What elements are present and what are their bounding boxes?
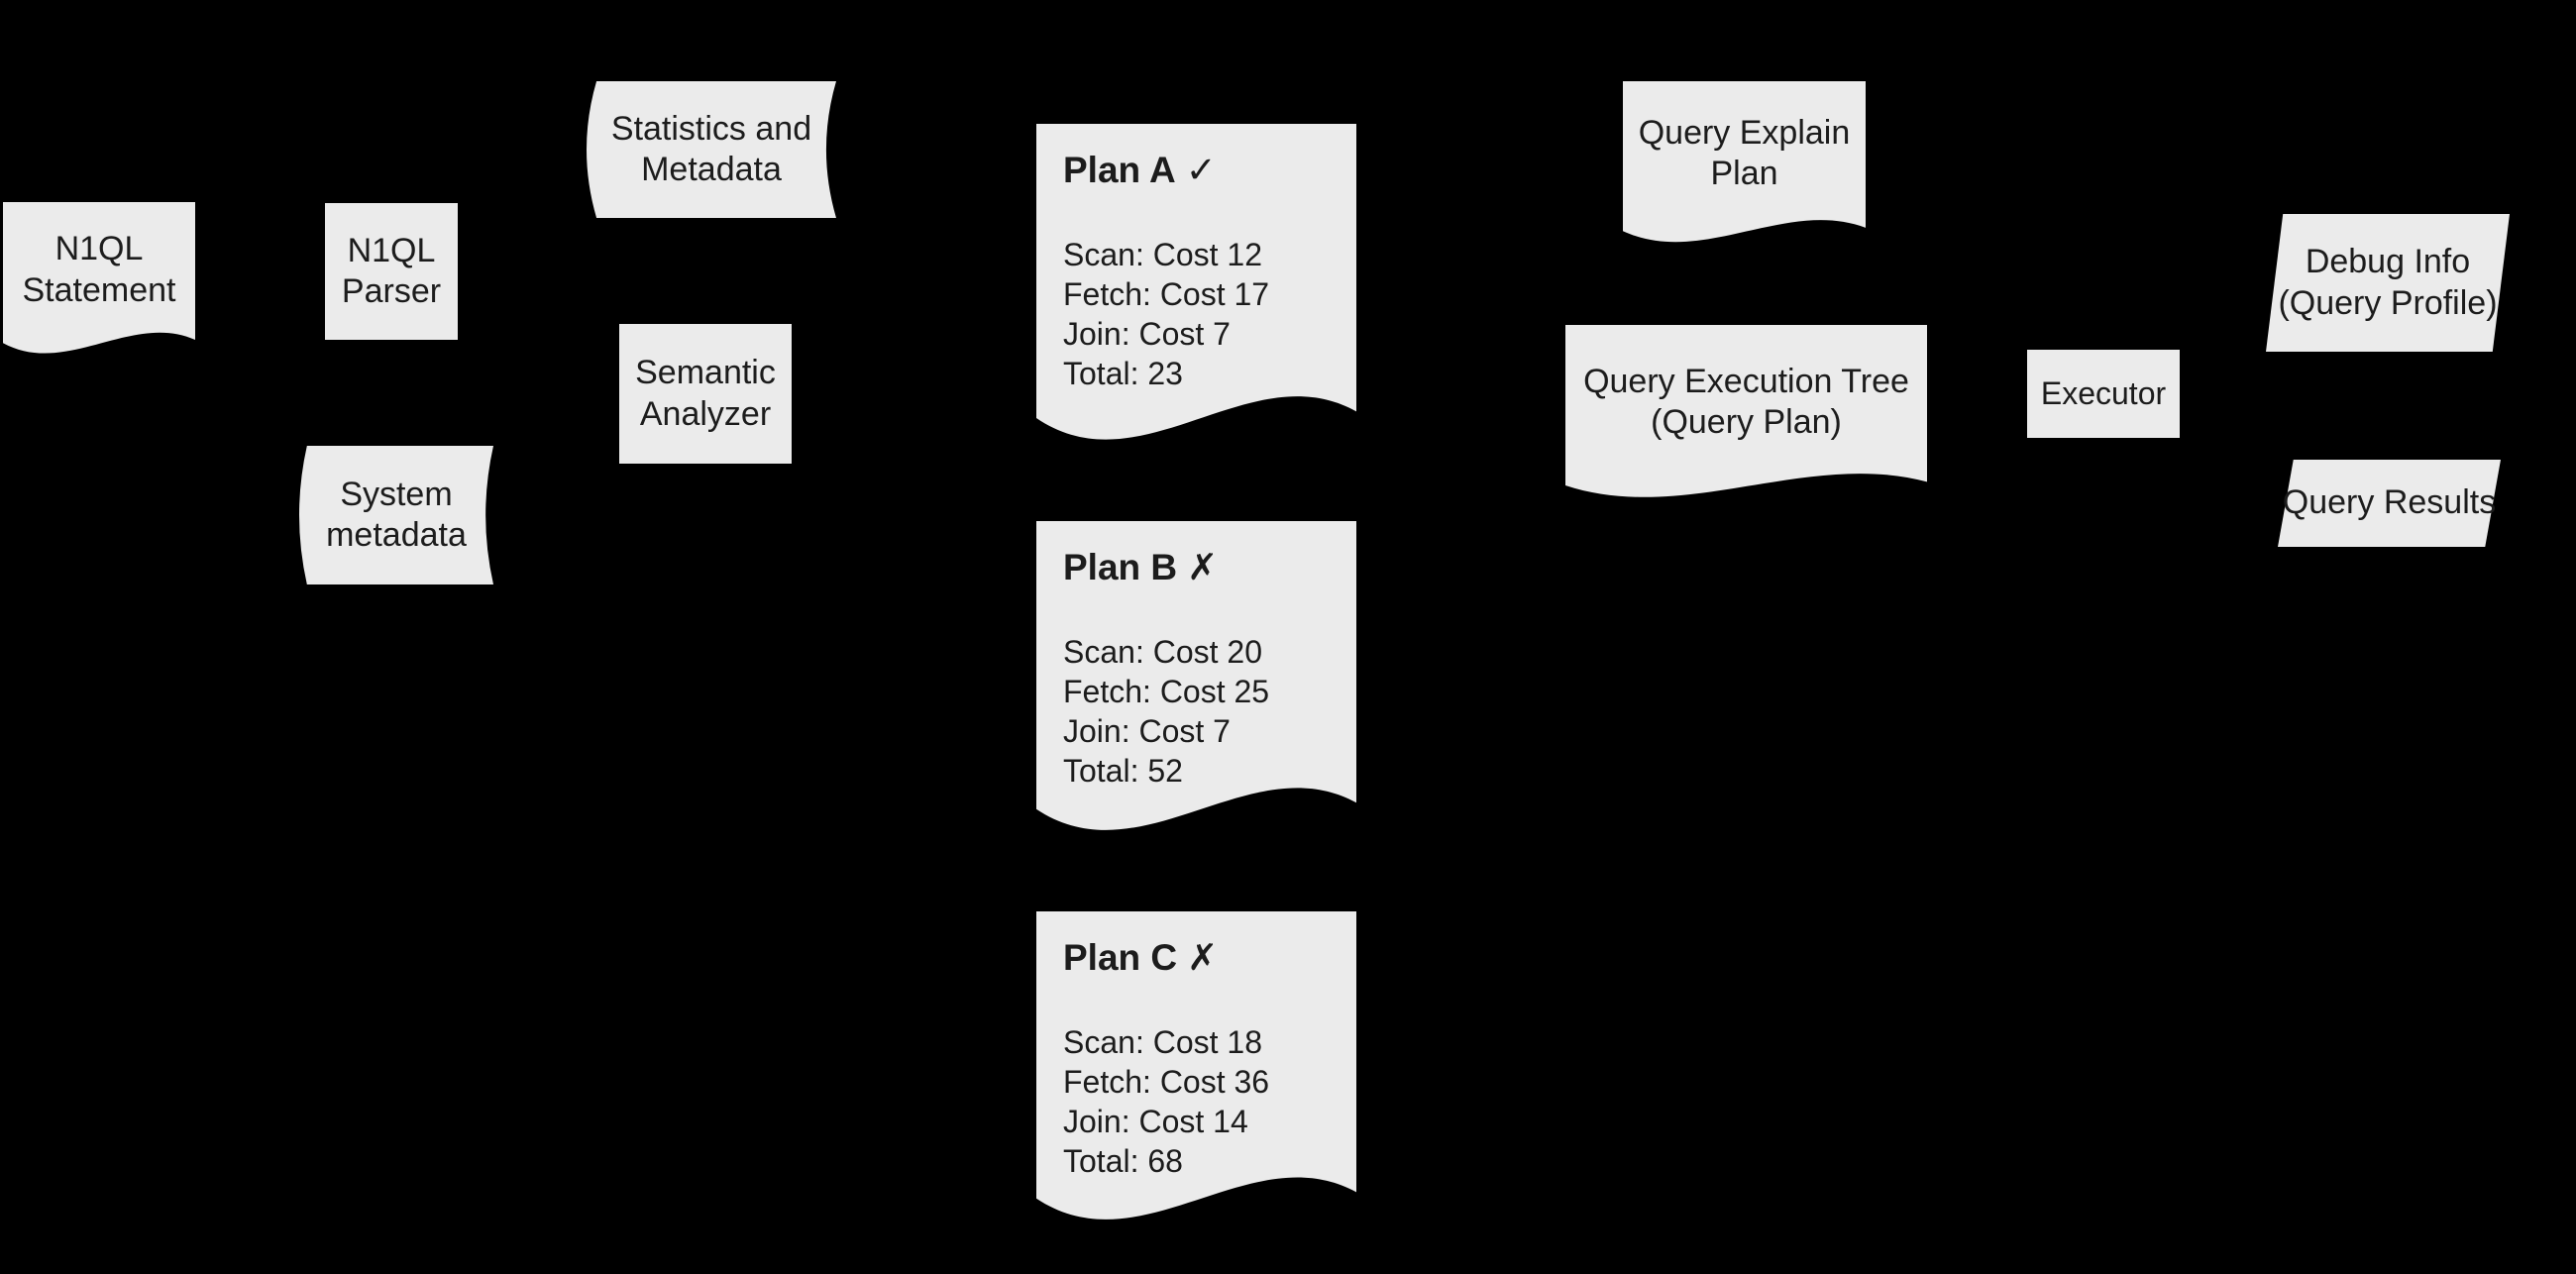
label-line: N1QL bbox=[347, 231, 436, 269]
cost-line: Join: Cost 7 bbox=[1063, 713, 1231, 749]
label-line: Statistics and bbox=[610, 109, 812, 148]
node-label: Statistics and Metadata bbox=[587, 81, 836, 218]
cost-line: Total: 68 bbox=[1063, 1143, 1183, 1179]
label-line: Debug Info bbox=[2305, 243, 2471, 281]
label-line: Query Execution Tree bbox=[1583, 362, 1909, 400]
node-label: Query Explain Plan bbox=[1623, 81, 1866, 226]
plan-content: Plan A✓ Scan: Cost 12 Fetch: Cost 17 Joi… bbox=[1063, 146, 1348, 393]
document-shape bbox=[1036, 521, 1356, 830]
label-line: Metadata bbox=[641, 151, 782, 188]
cost-line: Fetch: Cost 17 bbox=[1063, 276, 1270, 312]
node-label: Query Execution Tree (Query Plan) bbox=[1565, 325, 1927, 480]
document-shape bbox=[1623, 81, 1866, 243]
document-shape bbox=[1036, 911, 1356, 1220]
node-n1ql-parser: N1QL Parser bbox=[325, 203, 458, 340]
node-label: Semantic Analyzer bbox=[619, 324, 792, 464]
plan-name: Plan B bbox=[1063, 547, 1178, 587]
plan-name: Plan C bbox=[1063, 937, 1178, 978]
plan-title: Plan C✗ bbox=[1063, 933, 1348, 983]
label-line: metadata bbox=[326, 516, 467, 554]
node-plan-a: Plan A✓ Scan: Cost 12 Fetch: Cost 17 Joi… bbox=[1036, 124, 1356, 451]
node-query-explain-plan: Query Explain Plan bbox=[1623, 81, 1866, 248]
label-line: (Query Profile) bbox=[2278, 283, 2498, 322]
label-line: Statement bbox=[22, 270, 176, 309]
plan-costs: Scan: Cost 20 Fetch: Cost 25 Join: Cost … bbox=[1063, 632, 1348, 791]
label-line: Query Explain bbox=[1638, 113, 1851, 152]
node-system-metadata: System metadata bbox=[299, 446, 493, 584]
node-label: Query Results bbox=[2278, 460, 2501, 547]
node-query-results: Query Results bbox=[2278, 460, 2501, 547]
cost-line: Join: Cost 7 bbox=[1063, 316, 1231, 352]
node-query-execution-tree: Query Execution Tree (Query Plan) bbox=[1565, 325, 1927, 503]
node-plan-c: Plan C✗ Scan: Cost 18 Fetch: Cost 36 Joi… bbox=[1036, 911, 1356, 1230]
label-line: Parser bbox=[341, 272, 442, 310]
check-icon: ✓ bbox=[1185, 150, 1217, 190]
label-line: N1QL bbox=[54, 230, 144, 268]
stored-data-shape bbox=[587, 81, 836, 218]
cost-line: Total: 23 bbox=[1063, 356, 1183, 391]
cross-icon: ✗ bbox=[1187, 937, 1219, 978]
node-label: N1QL Statement bbox=[3, 202, 195, 338]
plan-content: Plan C✗ Scan: Cost 18 Fetch: Cost 36 Joi… bbox=[1063, 933, 1348, 1181]
node-label: System metadata bbox=[299, 446, 493, 584]
node-plan-b: Plan B✗ Scan: Cost 20 Fetch: Cost 25 Joi… bbox=[1036, 521, 1356, 841]
cost-line: Join: Cost 14 bbox=[1063, 1104, 1248, 1139]
cost-line: Scan: Cost 12 bbox=[1063, 237, 1262, 272]
label-line: System bbox=[340, 475, 453, 513]
plan-costs: Scan: Cost 18 Fetch: Cost 36 Join: Cost … bbox=[1063, 1022, 1348, 1181]
node-executor: Executor bbox=[2027, 350, 2180, 438]
cross-icon: ✗ bbox=[1187, 547, 1219, 587]
label-line: Query Results bbox=[2282, 483, 2497, 522]
cost-line: Fetch: Cost 25 bbox=[1063, 674, 1270, 709]
label-line: Executor bbox=[2040, 374, 2167, 411]
plan-name: Plan A bbox=[1063, 150, 1176, 190]
parallelogram-shape bbox=[2266, 214, 2510, 352]
cost-line: Fetch: Cost 36 bbox=[1063, 1064, 1270, 1100]
node-statistics-metadata: Statistics and Metadata bbox=[587, 81, 836, 218]
node-label: Executor bbox=[2027, 350, 2180, 438]
cost-line: Total: 52 bbox=[1063, 753, 1183, 789]
label-line: (Query Plan) bbox=[1651, 403, 1842, 442]
plan-title: Plan A✓ bbox=[1063, 146, 1348, 195]
label-line: Plan bbox=[1710, 155, 1778, 193]
cost-line: Scan: Cost 20 bbox=[1063, 634, 1262, 670]
node-semantic-analyzer: Semantic Analyzer bbox=[619, 324, 792, 464]
document-shape bbox=[1565, 325, 1927, 497]
document-shape bbox=[3, 202, 195, 354]
document-shape bbox=[1036, 124, 1356, 440]
node-label: N1QL Parser bbox=[325, 203, 458, 340]
node-debug-info: Debug Info (Query Profile) bbox=[2266, 214, 2510, 352]
label-line: Semantic bbox=[635, 354, 776, 392]
plan-costs: Scan: Cost 12 Fetch: Cost 17 Join: Cost … bbox=[1063, 235, 1348, 393]
node-n1ql-statement: N1QL Statement bbox=[3, 202, 195, 359]
parallelogram-shape bbox=[2278, 460, 2501, 547]
label-line: Analyzer bbox=[639, 394, 772, 433]
node-label: Debug Info (Query Profile) bbox=[2266, 214, 2510, 352]
plan-title: Plan B✗ bbox=[1063, 543, 1348, 592]
plan-content: Plan B✗ Scan: Cost 20 Fetch: Cost 25 Joi… bbox=[1063, 543, 1348, 791]
stored-data-shape bbox=[299, 446, 493, 584]
cost-line: Scan: Cost 18 bbox=[1063, 1024, 1262, 1060]
